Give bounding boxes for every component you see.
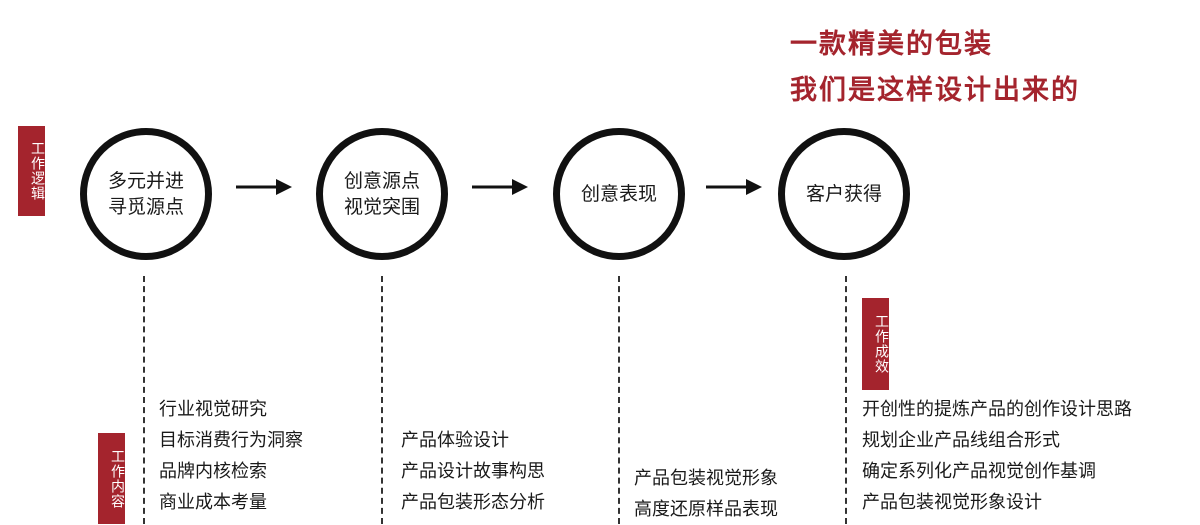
label-work-result: 工作成效 <box>862 298 889 390</box>
list-item: 规划企业产品线组合形式 <box>862 430 1060 451</box>
list-item: 产品设计故事构思 <box>401 461 545 482</box>
step-3-label: 创意表现 <box>580 183 657 205</box>
right-arrow-icon <box>236 179 292 195</box>
column-2-list: 产品体验设计 产品设计故事构思 产品包装形态分析 <box>401 425 545 518</box>
column-1-list: 行业视觉研究 目标消费行为洞察 品牌内核检索 商业成本考量 <box>159 394 303 518</box>
list-item: 确定系列化产品视觉创作基调 <box>862 461 1096 482</box>
list-item: 商业成本考量 <box>159 492 267 513</box>
label-work-logic: 工作逻辑 <box>18 126 45 216</box>
list-item: 产品包装视觉形象设计 <box>862 492 1042 513</box>
dashed-connector-2 <box>381 276 383 524</box>
list-item: 产品包装视觉形象 <box>634 468 778 489</box>
list-item: 行业视觉研究 <box>159 399 267 420</box>
list-item: 品牌内核检索 <box>159 461 267 482</box>
step-1-label: 多元并进 寻觅源点 <box>107 170 184 218</box>
headline-line-1: 一款精美的包装 <box>790 29 993 60</box>
list-item: 目标消费行为洞察 <box>159 430 303 451</box>
column-3-list: 产品包装视觉形象 高度还原样品表现 <box>634 463 778 525</box>
list-item: 产品包装形态分析 <box>401 492 545 513</box>
dashed-connector-1 <box>143 276 145 524</box>
step-2-circle: 创意源点 视觉突围 <box>316 128 448 260</box>
dashed-connector-4 <box>845 276 847 524</box>
dashed-connector-3 <box>618 276 620 524</box>
column-4-list: 开创性的提炼产品的创作设计思路 规划企业产品线组合形式 确定系列化产品视觉创作基… <box>862 394 1132 518</box>
step-4-label: 客户获得 <box>805 183 882 205</box>
list-item: 产品体验设计 <box>401 430 509 451</box>
right-arrow-icon <box>472 179 528 195</box>
list-item: 高度还原样品表现 <box>634 499 778 520</box>
step-1-circle: 多元并进 寻觅源点 <box>80 128 212 260</box>
headline-line-2: 我们是这样设计出来的 <box>790 75 1080 106</box>
step-3-circle: 创意表现 <box>553 128 685 260</box>
step-4-circle: 客户获得 <box>778 128 910 260</box>
step-2-label: 创意源点 视觉突围 <box>343 170 420 218</box>
list-item: 开创性的提炼产品的创作设计思路 <box>862 399 1132 420</box>
right-arrow-icon <box>706 179 762 195</box>
label-work-content: 工作内容 <box>98 433 125 524</box>
